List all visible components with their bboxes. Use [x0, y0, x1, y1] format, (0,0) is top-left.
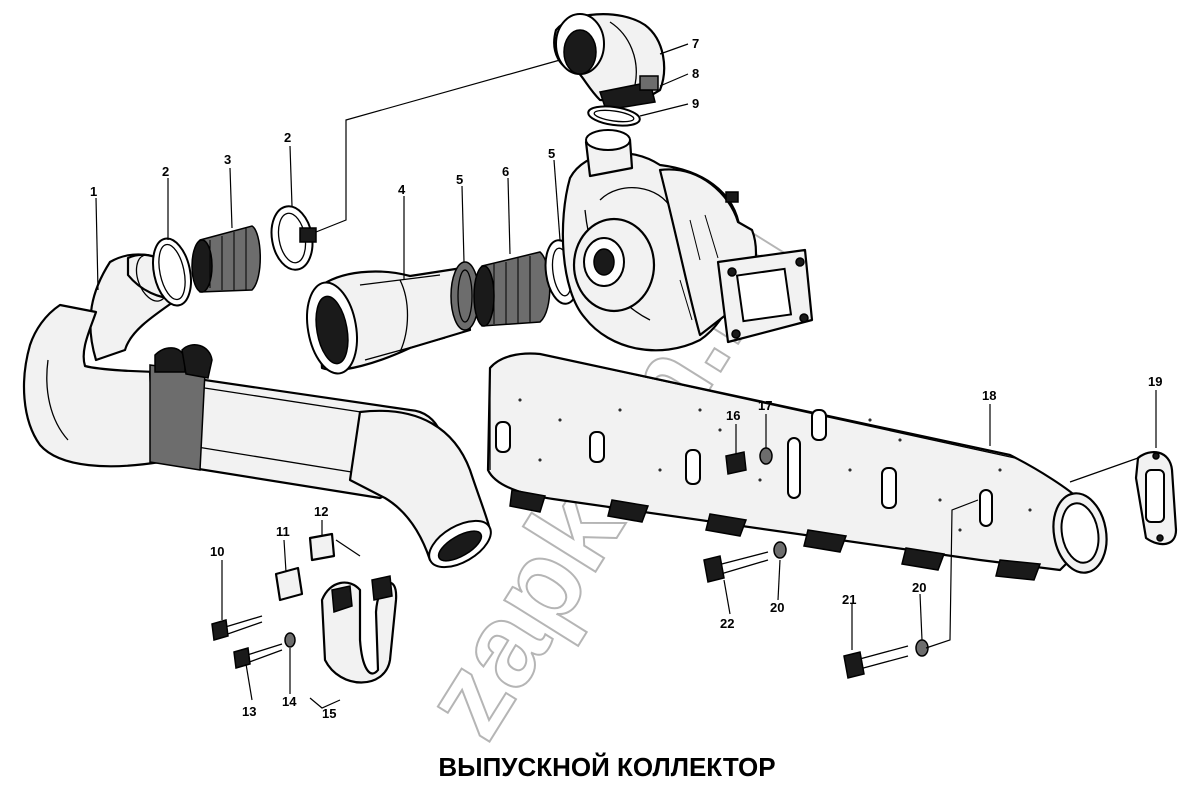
part-20-washer-a	[773, 541, 787, 559]
callout-20-b: 20	[912, 580, 926, 595]
part-13-bolt	[233, 643, 283, 669]
part-11-spacer	[274, 566, 304, 602]
part-18-exhaust-manifold	[486, 352, 1108, 581]
callout-numbers: 1 2 2 3 4 5 6 5 7 8 9 10 11 12 13 14 15 …	[90, 36, 1162, 721]
callout-5-b: 5	[548, 146, 555, 161]
part-3-rubber-hose	[191, 225, 261, 293]
callout-9: 9	[692, 96, 699, 111]
part-8-clamp	[599, 75, 659, 111]
part-4-conical-pipe	[306, 266, 472, 375]
callout-13: 13	[242, 704, 256, 719]
part-14-washer	[284, 632, 296, 648]
callout-16: 16	[726, 408, 740, 423]
callout-15: 15	[322, 706, 336, 721]
callout-22: 22	[720, 616, 734, 631]
callout-18: 18	[982, 388, 996, 403]
part-19-flange-gasket	[1134, 451, 1178, 546]
part-9-gasket-ring	[587, 105, 641, 127]
callout-10: 10	[210, 544, 224, 559]
diagram-title: ВЫПУСКНОЙ КОЛЛЕКТОР	[438, 752, 775, 782]
part-15-clamp-band	[320, 575, 398, 684]
callout-1: 1	[90, 184, 97, 199]
callout-21: 21	[842, 592, 856, 607]
callout-12: 12	[314, 504, 328, 519]
callout-3: 3	[224, 152, 231, 167]
leader-lines	[95, 43, 1157, 709]
callout-2-b: 2	[284, 130, 291, 145]
part-21-bolt	[843, 645, 909, 679]
callout-5-a: 5	[456, 172, 463, 187]
part-12-spacer	[308, 532, 336, 562]
callout-17: 17	[758, 398, 772, 413]
callout-7: 7	[692, 36, 699, 51]
callout-4: 4	[398, 182, 406, 197]
callout-2-a: 2	[162, 164, 169, 179]
part-2-clamp-ring-a	[152, 237, 192, 307]
callout-6: 6	[502, 164, 509, 179]
part-7-elbow	[553, 13, 666, 104]
callout-14: 14	[282, 694, 297, 709]
callout-8: 8	[692, 66, 699, 81]
part-1-air-pipe	[22, 253, 492, 569]
callout-11: 11	[276, 524, 290, 539]
callout-20-a: 20	[770, 600, 784, 615]
part-2-clamp-ring-b	[270, 205, 317, 271]
part-10-bolt	[211, 615, 263, 641]
turbocharger	[561, 129, 814, 352]
part-22-bolt	[703, 551, 769, 583]
part-16-bolt	[725, 451, 747, 475]
part-5-ring-a	[450, 261, 480, 331]
part-6-connecting-hose	[473, 251, 551, 327]
callout-19: 19	[1148, 374, 1162, 389]
part-17-washer	[759, 447, 773, 465]
